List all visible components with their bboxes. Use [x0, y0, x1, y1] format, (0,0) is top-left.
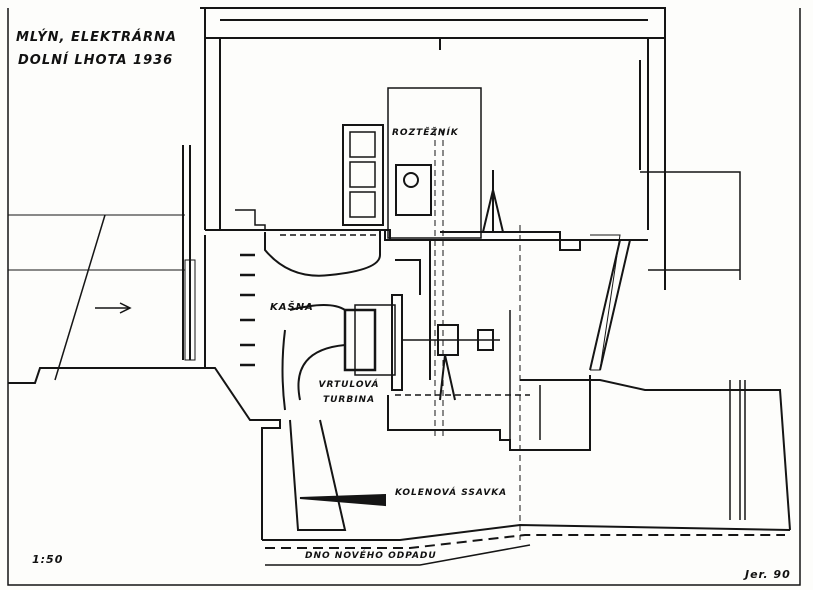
label-governor: ROZTĚŽNÍK: [392, 128, 459, 138]
scale-label: 1:50: [32, 553, 64, 566]
label-flume: KAŠNA: [270, 302, 314, 313]
signature: Jer. 90: [745, 568, 791, 581]
title-line-1: MLÝN, ELEKTRÁRNA: [16, 30, 177, 45]
title-line-2: DOLNÍ LHOTA 1936: [18, 53, 174, 68]
label-turbine: VRTULOVÁ TURBINA: [318, 380, 380, 405]
label-tailrace-bottom: DNO NOVÉHO ODPADU: [305, 551, 437, 561]
label-draft-tube: KOLENOVÁ SSAVKA: [395, 488, 508, 498]
